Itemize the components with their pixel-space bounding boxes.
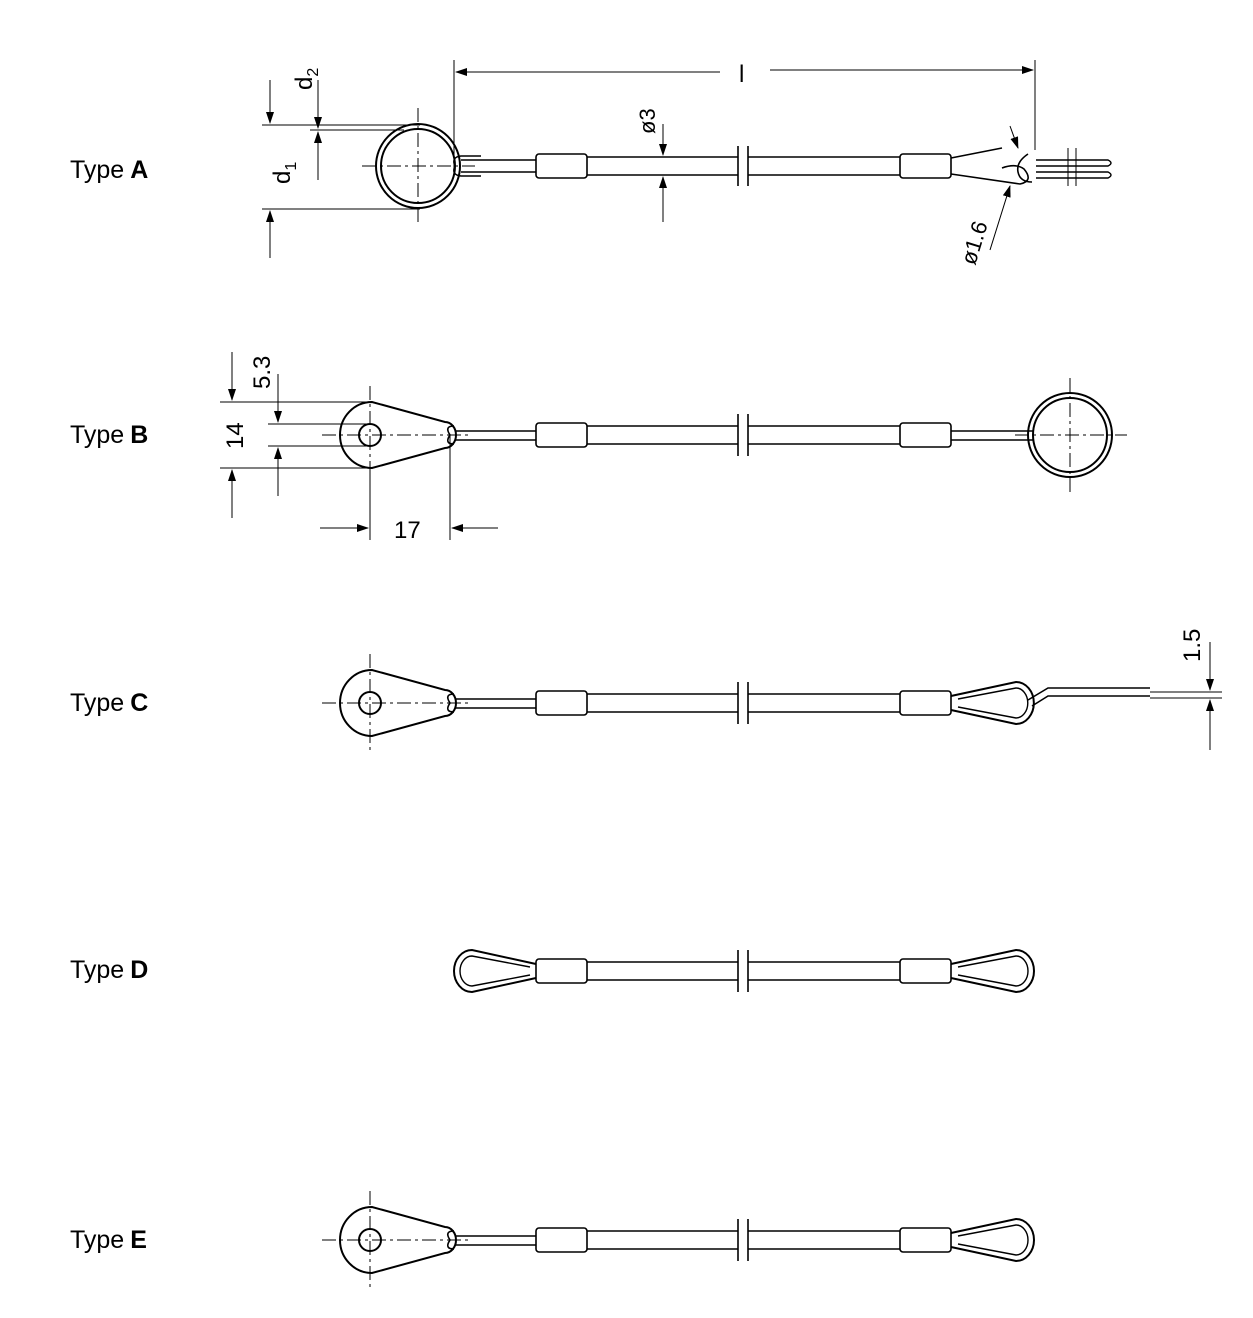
svg-text:d2: d2 xyxy=(291,68,322,90)
type-e-eyelet xyxy=(339,1205,457,1275)
dim-eyelet-hole-label: 5.3 xyxy=(249,356,276,389)
type-b-dimensions xyxy=(220,352,498,540)
type-a-ferrule-right xyxy=(899,153,952,179)
type-e-drawing xyxy=(322,1191,1035,1287)
type-d-loop-left xyxy=(453,948,537,994)
type-a-dimensions xyxy=(262,60,1036,258)
type-d-letter: D xyxy=(130,956,149,984)
dim-cable-diameter-label: ø3 xyxy=(635,108,660,134)
dim-tab-thickness-label: 1.5 xyxy=(1179,629,1206,662)
dim-d2-label: d2 xyxy=(291,68,322,90)
type-b-drawing xyxy=(322,378,1127,492)
type-a-letter: A xyxy=(130,156,149,184)
type-c-dimensions xyxy=(1150,642,1222,750)
type-b-ferrule-right xyxy=(899,422,952,448)
type-d-prefix: Type xyxy=(70,956,125,984)
type-e-letter: E xyxy=(130,1226,147,1254)
type-b-eyelet xyxy=(339,400,457,470)
dim-d2-sub: 2 xyxy=(305,68,322,77)
type-c-drawing xyxy=(322,654,1150,750)
type-b-letter: B xyxy=(130,421,149,449)
type-c-letter: C xyxy=(130,689,149,717)
type-b-prefix: Type xyxy=(70,421,125,449)
dim-d2-main: d xyxy=(291,77,318,90)
type-e-prefix: Type xyxy=(70,1226,125,1254)
type-a-prefix: Type xyxy=(70,156,125,184)
dim-d1-label: d1 xyxy=(269,162,300,184)
type-d-drawing xyxy=(453,948,1035,994)
svg-text:d1: d1 xyxy=(269,162,300,184)
type-d-loop-right xyxy=(950,948,1035,994)
type-e-loop xyxy=(950,1217,1035,1263)
type-c-eyelet xyxy=(339,668,457,738)
type-a-ferrule-left xyxy=(535,153,588,179)
type-e-ferrule-left xyxy=(535,1227,588,1253)
dim-wire-diameter-label: ø1.6 xyxy=(956,218,993,267)
type-b-ferrule-left xyxy=(535,422,588,448)
type-e-ferrule-right xyxy=(899,1227,952,1253)
type-d-ferrule-right xyxy=(899,958,952,984)
dim-d1-sub: 1 xyxy=(283,162,300,171)
dim-eyelet-width-label: 14 xyxy=(222,422,249,449)
type-c-ferrule-right xyxy=(899,690,952,716)
dim-eyelet-length-label: 17 xyxy=(394,517,421,544)
type-c-tab xyxy=(1027,687,1150,707)
dim-length-label: l xyxy=(739,61,744,88)
type-c-ferrule-left xyxy=(535,690,588,716)
type-c-loop xyxy=(950,680,1035,726)
type-a-drawing xyxy=(362,108,1112,226)
dim-d1-main: d xyxy=(269,171,296,184)
type-c-prefix: Type xyxy=(70,689,125,717)
type-d-ferrule-left xyxy=(535,958,588,984)
